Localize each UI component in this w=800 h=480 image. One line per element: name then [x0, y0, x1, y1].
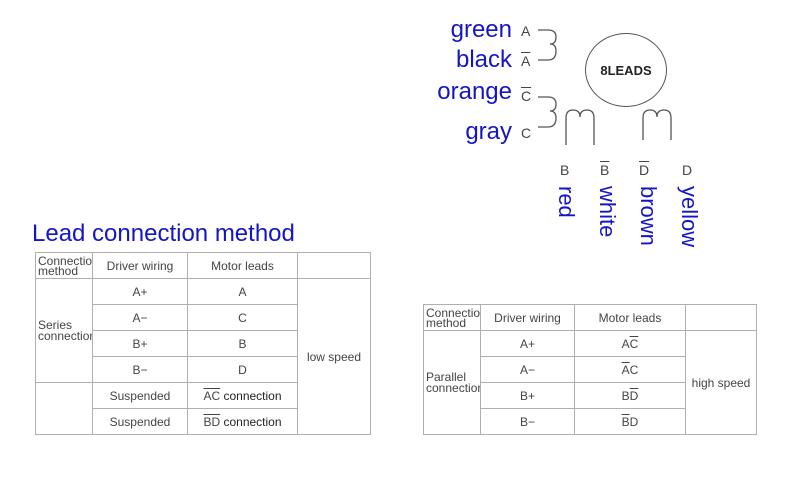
motor-lead-bar: A [621, 362, 630, 377]
header-empty-cell [297, 252, 371, 279]
motor-lead: A [621, 336, 630, 351]
motor-label: 8LEADS [600, 62, 652, 78]
lead-b-bar: B [600, 162, 610, 178]
driver-cell: A+ [92, 278, 188, 305]
header-connection-method: Connection method [423, 304, 481, 331]
table-row: A− AC [424, 356, 757, 383]
series-connection-table: Connection method Driver wiring Motor le… [35, 252, 371, 435]
parallel-connection-table: Connection method Driver wiring Motor le… [423, 304, 757, 435]
driver-cell: A+ [480, 330, 575, 357]
driver-cell: B− [92, 356, 188, 383]
table-row: B+ B [36, 330, 371, 357]
motor-lead-bar: D [629, 388, 639, 403]
motor-lead-bar: B [621, 414, 630, 429]
motor-pair-bd: BD [203, 414, 221, 429]
table-row: B− D [36, 356, 371, 383]
motor-8leads-circle: 8LEADS [585, 33, 667, 107]
driver-cell: B+ [480, 382, 575, 409]
motor-cell: C [187, 304, 298, 331]
wire-label-green: green [450, 16, 512, 43]
table-row: Series connection A+ A low speed [35, 278, 371, 435]
wire-label-red: red [554, 186, 579, 218]
motor-cell: AC [574, 356, 686, 383]
table-row: Suspended AC connection [35, 382, 371, 409]
lead-d: D [682, 162, 693, 178]
header-connection-method: Connection method [35, 252, 93, 279]
table-row: Suspended BD connection [35, 408, 371, 435]
table-row: Parallel connection A+ AC high speed [423, 330, 757, 435]
wire-label-brown: brown [636, 186, 661, 246]
motor-pair-ac: AC [203, 388, 221, 403]
speed-cell-high: high speed [685, 330, 757, 435]
table-header-row: Connection method Driver wiring Motor le… [35, 252, 371, 279]
driver-cell-suspended: Suspended [92, 408, 188, 435]
motor-cell: D [187, 356, 298, 383]
driver-cell: A− [480, 356, 575, 383]
motor-lead: C [629, 362, 639, 377]
header-driver-wiring: Driver wiring [92, 252, 188, 279]
motor-lead: D [629, 414, 639, 429]
driver-cell: B− [480, 408, 575, 435]
method-parallel-connection: Parallel connection [423, 330, 481, 435]
wire-label-orange: orange [437, 78, 512, 105]
motor-cell: AC [574, 330, 686, 357]
driver-cell: A− [92, 304, 188, 331]
connection-word: connection [223, 414, 282, 429]
motor-lead: B [621, 388, 630, 403]
motor-cell-pair: BD connection [187, 408, 298, 435]
table-header-row: Connection method Driver wiring Motor le… [423, 304, 757, 331]
header-empty-cell [685, 304, 757, 331]
driver-cell-suspended: Suspended [92, 382, 188, 409]
method-blank-cell [35, 382, 93, 409]
wire-label-white: white [595, 186, 620, 238]
speed-cell-low: low speed [297, 278, 371, 435]
wire-label-gray: gray [465, 118, 512, 145]
lead-a-bar: A [521, 53, 531, 69]
wire-label-black: black [455, 46, 512, 73]
motor-cell: A [187, 278, 298, 305]
lead-a: A [521, 23, 531, 39]
motor-cell-pair: AC connection [187, 382, 298, 409]
lead-d-bar: D [639, 162, 650, 178]
motor-cell: BD [574, 408, 686, 435]
table-row: A− C [36, 304, 371, 331]
motor-lead-bar: C [629, 336, 639, 351]
driver-cell: B+ [92, 330, 188, 357]
header-driver-wiring: Driver wiring [480, 304, 575, 331]
header-motor-leads: Motor leads [574, 304, 686, 331]
section-title: Lead connection method [32, 220, 295, 247]
lead-c: C [521, 125, 532, 141]
connection-word: connection [223, 388, 282, 403]
method-series-connection: Series connection [35, 278, 93, 383]
wire-label-yellow: yellow [677, 186, 702, 248]
header-motor-leads: Motor leads [187, 252, 298, 279]
motor-cell: BD [574, 382, 686, 409]
motor-cell: B [187, 330, 298, 357]
table-row: B− BD [424, 408, 757, 435]
lead-b: B [560, 162, 570, 178]
coil-drawing [538, 29, 672, 145]
table-row: B+ BD [424, 382, 757, 409]
method-blank-cell [35, 408, 93, 435]
lead-c-bar: C [521, 88, 532, 104]
